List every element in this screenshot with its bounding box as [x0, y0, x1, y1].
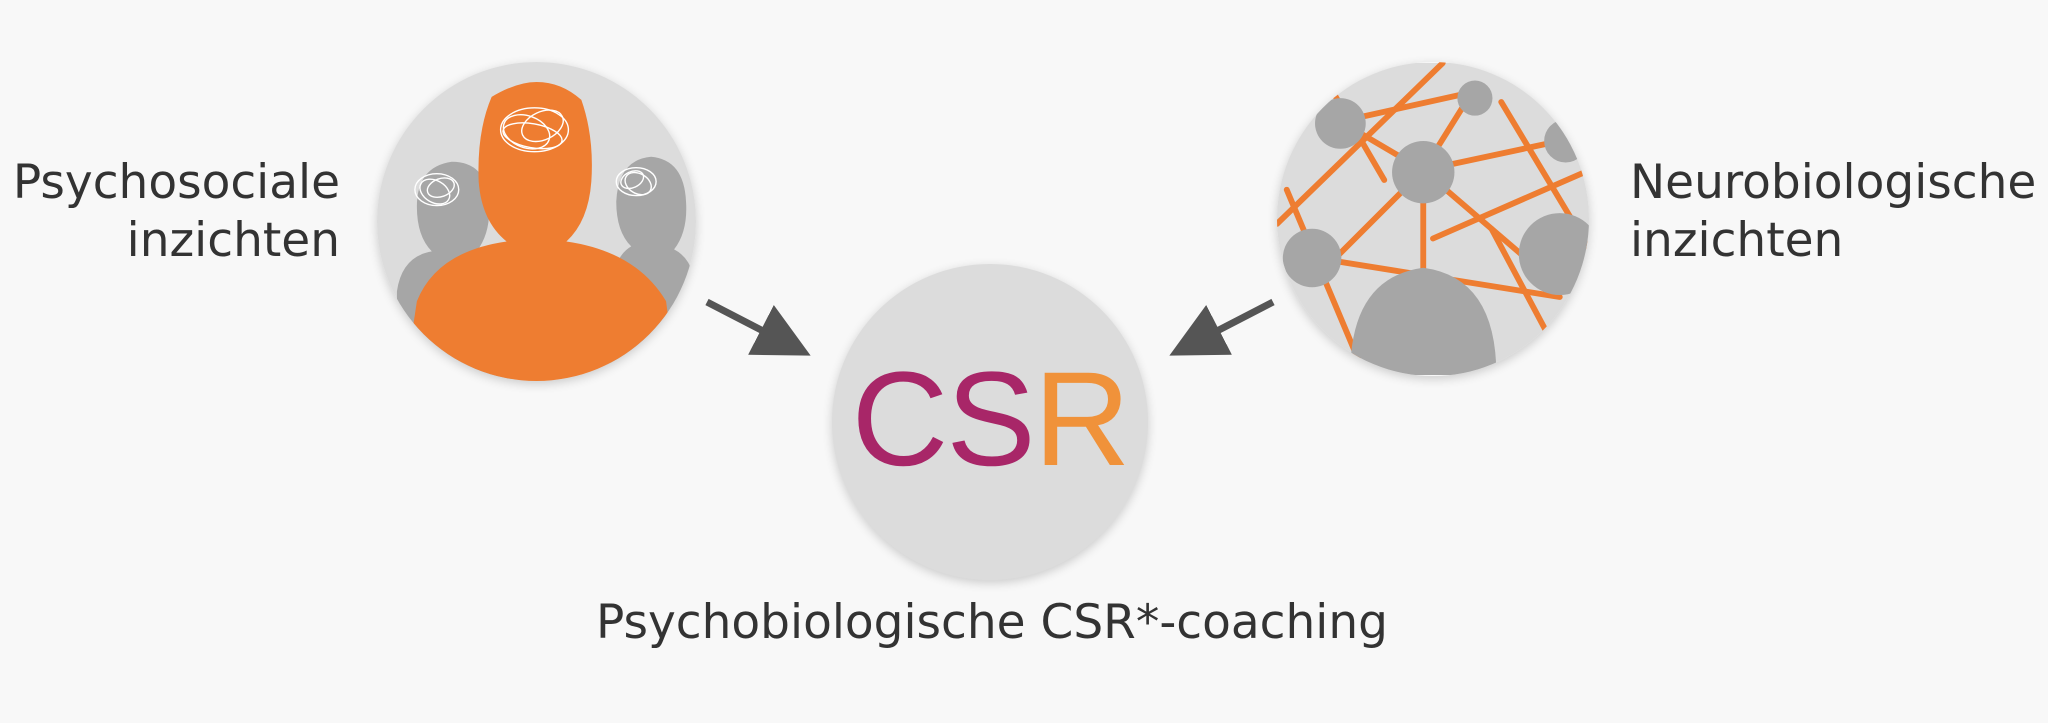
coaching-caption: Psychobiologische CSR*-coaching	[595, 595, 1388, 650]
psychosocial-label-line2: inzichten	[126, 213, 340, 268]
csr-logo: CSR	[832, 350, 1148, 490]
psychosocial-label: Psychosociale inzichten	[13, 154, 340, 270]
neurobiological-label-line1: Neurobiologische	[1630, 155, 2037, 210]
neurobiological-label: Neurobiologische inzichten	[1630, 154, 2036, 270]
csr-logo-cs: CS	[851, 345, 1036, 494]
arrow-right-to-center	[1169, 298, 1275, 356]
csr-logo-r: R	[1033, 345, 1131, 494]
psychosocial-label-line1: Psychosociale	[12, 155, 340, 210]
orange-person	[404, 81, 677, 381]
arrow-left-to-center	[705, 298, 811, 356]
csr-logo-circle: CSR	[832, 264, 1148, 580]
neural-network-icon	[1277, 62, 1589, 376]
neurobiological-label-line2: inzichten	[1630, 213, 1844, 268]
people-thinking-icon	[377, 62, 696, 381]
